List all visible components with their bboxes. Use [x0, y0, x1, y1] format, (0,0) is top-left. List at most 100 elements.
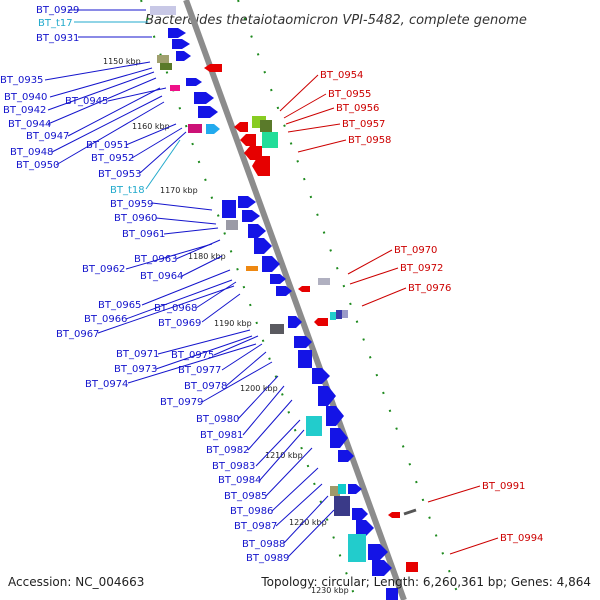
gene-label[interactable]: BT_0954	[320, 70, 363, 81]
gene-label[interactable]: BT_0960	[114, 213, 157, 224]
gene-label[interactable]: BT_0950	[16, 160, 59, 171]
gene-label[interactable]: BT_0968	[154, 303, 197, 314]
right-labels: BT_0954 BT_0955 BT_0956 BT_0957 BT_0958 …	[320, 70, 543, 544]
gene-arrow	[318, 386, 336, 406]
topology-summary: Topology: circular; Length: 6,260,361 bp…	[260, 575, 591, 589]
gene-label[interactable]: BT_0961	[122, 229, 165, 240]
gene-label[interactable]: BT_0986	[230, 506, 273, 517]
gene-label[interactable]: BT_t17	[38, 18, 73, 29]
gene-label[interactable]: BT_0931	[36, 33, 79, 44]
gene-label[interactable]: BT_0957	[342, 119, 385, 130]
gene-label[interactable]: BT_0959	[110, 199, 153, 210]
tick-label: 1230 kbp	[311, 586, 349, 595]
gene-arrow	[242, 210, 260, 222]
gene-block	[336, 310, 342, 319]
tick-label: 1160 kbp	[132, 122, 170, 131]
gene-block	[348, 534, 366, 562]
gene-label[interactable]: BT_0965	[98, 300, 141, 311]
gene-label[interactable]: BT_0969	[158, 318, 201, 329]
gene-label[interactable]: BT_0955	[328, 89, 371, 100]
gene-label[interactable]: BT_0977	[178, 365, 221, 376]
gene-label[interactable]: BT_0966	[84, 314, 127, 325]
gene-arrow	[254, 238, 272, 254]
gene-block	[246, 266, 258, 271]
tick-track-outer	[237, 0, 461, 600]
gene-block	[298, 350, 312, 368]
gene-arrow	[276, 286, 292, 296]
gene-label[interactable]: BT_0973	[114, 364, 157, 375]
kbp-ticks: 1150 kbp 1160 kbp 1170 kbp 1180 kbp 1190…	[103, 57, 349, 595]
gene-arrow	[312, 368, 330, 384]
gene-label[interactable]: BT_0940	[4, 92, 47, 103]
gene-label[interactable]: BT_0989	[246, 553, 289, 564]
gene-label[interactable]: BT_0964	[140, 271, 183, 282]
gene-label[interactable]: BT_t18	[110, 185, 145, 196]
gene-arrow	[186, 78, 202, 86]
gene-label[interactable]: BT_0942	[3, 105, 46, 116]
gene-block	[386, 588, 398, 600]
gene-block	[330, 312, 336, 320]
gene-label[interactable]: BT_0982	[206, 445, 249, 456]
gene-arrow	[198, 106, 218, 118]
gene-label[interactable]: BT_0985	[224, 491, 267, 502]
gene-block	[188, 124, 202, 133]
gene-arrow	[252, 156, 270, 176]
gene-arrow	[270, 274, 286, 284]
forward-genes	[150, 6, 398, 600]
gene-label[interactable]: BT_0971	[116, 349, 159, 360]
gene-label[interactable]: BT_0952	[91, 153, 134, 164]
gene-label[interactable]: BT_0956	[336, 103, 379, 114]
gene-label[interactable]: BT_0948	[10, 147, 53, 158]
gene-label[interactable]: BT_0953	[98, 169, 141, 180]
gene-label[interactable]: BT_0991	[482, 481, 525, 492]
gene-label[interactable]: BT_0981	[200, 430, 243, 441]
gene-label[interactable]: BT_0962	[82, 264, 125, 275]
gene-arrow	[298, 286, 310, 292]
gene-label[interactable]: BT_0958	[348, 135, 391, 146]
tick-label: 1220 kbp	[289, 518, 327, 527]
gene-label[interactable]: BT_0984	[218, 475, 261, 486]
gene-block	[222, 200, 236, 218]
gene-arrow	[294, 336, 312, 348]
left-labels: BT_0929 BT_t17 BT_0931 BT_0935 BT_0940 B…	[0, 5, 289, 564]
gene-label[interactable]: BT_0944	[8, 119, 51, 130]
gene-block	[334, 496, 350, 516]
gene-label[interactable]: BT_0974	[85, 379, 128, 390]
gene-label[interactable]: BT_0988	[242, 539, 285, 550]
gene-label[interactable]: BT_0945	[65, 96, 108, 107]
gene-arrow	[314, 318, 328, 326]
gene-arrow	[168, 28, 186, 38]
gene-block	[226, 220, 238, 230]
gene-block	[170, 85, 180, 91]
gene-label[interactable]: BT_0994	[500, 533, 543, 544]
tick-label: 1170 kbp	[160, 186, 198, 195]
gene-block	[403, 508, 417, 516]
gene-label[interactable]: BT_0929	[36, 5, 79, 16]
gene-label[interactable]: BT_0975	[171, 350, 214, 361]
gene-label[interactable]: BT_0947	[26, 131, 69, 142]
gene-arrow	[368, 544, 388, 560]
gene-arrow	[288, 316, 302, 328]
gene-label[interactable]: BT_0963	[134, 254, 177, 265]
gene-label[interactable]: BT_0951	[86, 140, 129, 151]
gene-label[interactable]: BT_0979	[160, 397, 203, 408]
gene-arrow	[262, 256, 280, 272]
gene-label[interactable]: BT_0976	[408, 283, 451, 294]
gene-arrow	[388, 512, 400, 518]
genome-title: Bacteroides thetaiotaomicron VPI-5482, c…	[145, 13, 527, 28]
gene-label[interactable]: BT_0935	[0, 75, 43, 86]
gene-label[interactable]: BT_0983	[212, 461, 255, 472]
gene-arrow	[248, 224, 266, 238]
gene-label[interactable]: BT_0970	[394, 245, 437, 256]
gene-arrow	[240, 134, 256, 146]
gene-block	[270, 324, 284, 334]
gene-label[interactable]: BT_0972	[400, 263, 443, 274]
gene-label[interactable]: BT_0980	[196, 414, 239, 425]
gene-label[interactable]: BT_0967	[56, 329, 99, 340]
gene-arrow	[352, 508, 368, 520]
gene-label[interactable]: BT_0987	[234, 521, 277, 532]
gene-label[interactable]: BT_0978	[184, 381, 227, 392]
left-leader-lines	[44, 9, 335, 558]
gene-block	[338, 484, 346, 494]
reverse-genes	[204, 64, 418, 572]
